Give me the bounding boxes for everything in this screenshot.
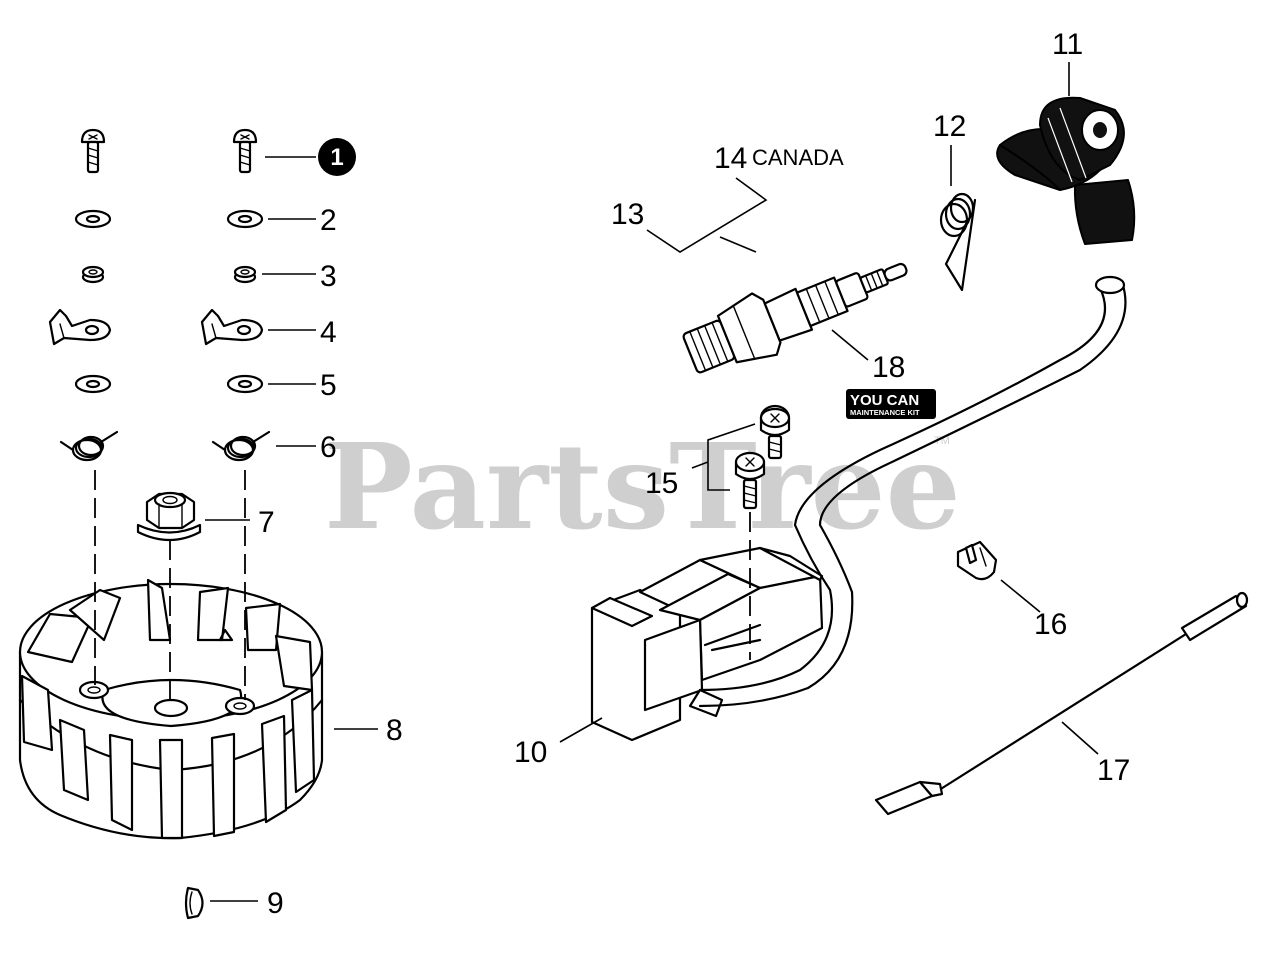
badge-line1: YOU CAN [850, 392, 919, 409]
part-15-screw-upper[interactable] [759, 404, 791, 460]
callout-12[interactable]: 12 [933, 110, 966, 143]
leader-lines [205, 62, 1099, 902]
callout-14-note: CANADA [752, 145, 844, 170]
callout-16[interactable]: 16 [1034, 608, 1067, 641]
you-can-maintenance-kit-badge: YOU CAN MAINTENANCE KIT [846, 389, 936, 419]
part-12-spring-terminal[interactable] [939, 192, 977, 292]
part-17-stop-wire[interactable] [874, 591, 1249, 816]
callout-18[interactable]: 18 [872, 351, 905, 384]
callout-4[interactable]: 4 [320, 316, 337, 349]
callout-14[interactable]: 14 [714, 142, 747, 175]
callout-15[interactable]: 15 [645, 467, 678, 500]
part-15-screw-lower[interactable] [734, 451, 766, 510]
watermark-trademark: TM [934, 435, 950, 447]
callout-1-label: 1 [330, 144, 343, 171]
part-6-spring[interactable] [211, 430, 271, 462]
part-8-flywheel[interactable] [18, 578, 324, 840]
callout-9[interactable]: 9 [267, 887, 284, 920]
callout-1-highlight [318, 138, 356, 176]
part-11-spark-plug-boot[interactable] [996, 96, 1136, 245]
callout-2[interactable]: 2 [320, 204, 337, 237]
callout-17[interactable]: 17 [1097, 754, 1130, 787]
callout-8[interactable]: 8 [386, 714, 403, 747]
callout-10[interactable]: 10 [514, 736, 547, 769]
part-7-nut[interactable] [136, 491, 202, 542]
part-9-key[interactable] [184, 886, 204, 920]
part-5-washer[interactable] [226, 374, 264, 394]
part-4-pawl[interactable] [200, 308, 264, 346]
watermark: PartsTree [324, 417, 961, 556]
part-1-screw[interactable] [232, 128, 258, 174]
part-16-clip[interactable] [956, 540, 998, 581]
part-3-spacer[interactable] [233, 265, 257, 284]
callout-13[interactable]: 13 [611, 198, 644, 231]
ignition-lead-wire [698, 275, 1127, 708]
callout-6[interactable]: 6 [320, 431, 337, 464]
callout-5[interactable]: 5 [320, 369, 337, 402]
part-13-spark-plug[interactable] [678, 237, 918, 385]
callout-3[interactable]: 3 [320, 260, 337, 293]
callout-11[interactable]: 11 [1052, 28, 1083, 61]
left-stack [48, 128, 119, 462]
badge-line2: MAINTENANCE KIT [850, 408, 920, 417]
part-2-washer[interactable] [226, 209, 264, 229]
callout-1[interactable]: 1 [318, 138, 356, 176]
part-10-ignition-coil[interactable] [590, 546, 824, 742]
callout-7[interactable]: 7 [258, 506, 275, 539]
